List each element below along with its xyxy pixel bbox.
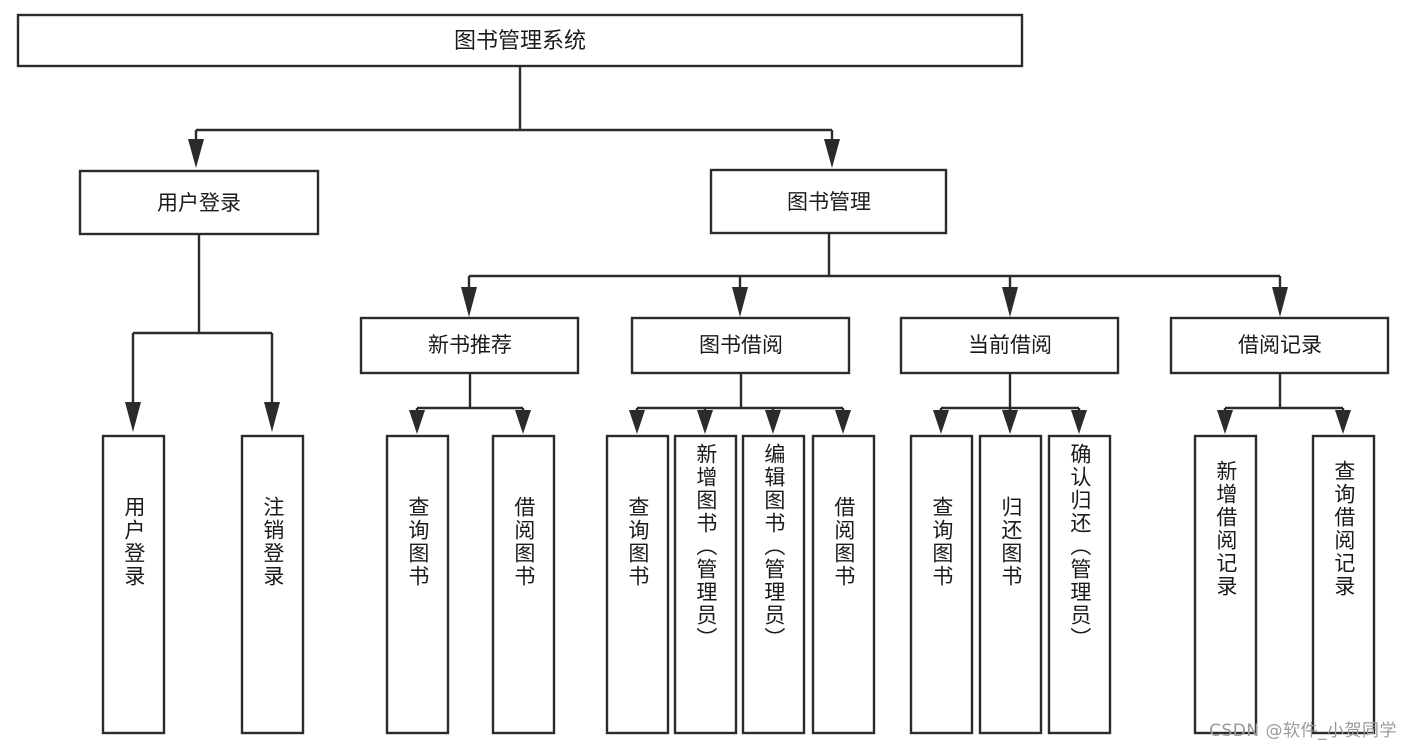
arrowhead-book-borrow-leaf-2 xyxy=(697,410,713,434)
arrowhead-to-new-book xyxy=(461,287,477,317)
leaf-box-new-book-1[interactable] xyxy=(385,434,450,735)
arrowhead-current-borrow-leaf-3 xyxy=(1071,410,1087,434)
node-new-book-recommend-label: 新书推荐 xyxy=(428,333,512,357)
arrowhead-user-login-leaf-2 xyxy=(264,402,280,432)
arrowhead-book-borrow-leaf-1 xyxy=(629,410,645,434)
node-current-borrow-box[interactable] xyxy=(899,316,1120,375)
node-root-label: 图书管理系统 xyxy=(454,29,586,54)
arrowhead-to-book-borrow xyxy=(732,287,748,317)
arrowhead-new-book-leaf-2 xyxy=(515,410,531,434)
leaf-box-current-borrow-3[interactable] xyxy=(1047,434,1112,735)
connector-root-to-level2 xyxy=(188,66,840,168)
connector-book-manage-to-level3 xyxy=(461,233,1288,317)
node-book-borrow-label: 图书借阅 xyxy=(699,333,783,357)
node-current-borrow[interactable]: 当前借阅 xyxy=(899,316,1120,375)
arrowhead-to-current-borrow xyxy=(1002,287,1018,317)
leaf-box-current-borrow-1[interactable] xyxy=(909,434,974,735)
leaf-box-book-borrow-1[interactable] xyxy=(605,434,670,735)
arrowhead-current-borrow-leaf-1 xyxy=(933,410,949,434)
node-root[interactable]: 图书管理系统 xyxy=(16,13,1024,68)
leaf-box-user-login-1[interactable] xyxy=(101,434,166,735)
node-new-book-recommend[interactable]: 新书推荐 xyxy=(359,316,580,375)
node-book-manage-label: 图书管理 xyxy=(787,190,871,214)
leaf-box-current-borrow-2[interactable] xyxy=(978,434,1043,735)
node-borrow-record-label: 借阅记录 xyxy=(1238,333,1322,357)
node-user-login-box[interactable] xyxy=(78,169,320,236)
node-book-manage[interactable]: 图书管理 xyxy=(709,168,948,235)
arrowhead-to-user-login xyxy=(188,139,204,168)
arrowhead-new-book-leaf-1 xyxy=(409,410,425,434)
arrowhead-to-book-manage xyxy=(824,139,840,168)
connector-user-login-to-leaves xyxy=(125,234,280,432)
node-borrow-record[interactable]: 借阅记录 xyxy=(1169,316,1390,375)
arrowhead-book-borrow-leaf-4 xyxy=(835,410,851,434)
arrowhead-borrow-record-leaf-1 xyxy=(1217,410,1233,434)
node-new-book-recommend-box[interactable] xyxy=(359,316,580,375)
node-user-login[interactable]: 用户登录 xyxy=(78,169,320,236)
node-current-borrow-label: 当前借阅 xyxy=(968,333,1052,357)
leaf-box-new-book-2[interactable] xyxy=(491,434,556,735)
connector-borrow-record-to-leaves xyxy=(1217,373,1351,434)
leaf-box-book-borrow-4[interactable] xyxy=(811,434,876,735)
leaf-box-book-borrow-3[interactable] xyxy=(741,434,806,735)
leaf-box-book-borrow-2[interactable] xyxy=(673,434,738,735)
connector-new-book-to-leaves xyxy=(409,373,531,434)
connector-current-borrow-to-leaves xyxy=(933,373,1087,434)
node-user-login-label: 用户登录 xyxy=(157,191,241,215)
leaf-box-borrow-record-2[interactable] xyxy=(1311,434,1376,735)
arrowhead-borrow-record-leaf-2 xyxy=(1335,410,1351,434)
arrowhead-book-borrow-leaf-3 xyxy=(765,410,781,434)
watermark-text: CSDN @软件_小贺同学 xyxy=(1209,721,1397,741)
leaf-box-user-login-2[interactable] xyxy=(240,434,305,735)
leaf-box-borrow-record-1[interactable] xyxy=(1193,434,1258,735)
arrowhead-to-borrow-record xyxy=(1272,287,1288,317)
node-root-box[interactable] xyxy=(16,13,1024,68)
arrowhead-user-login-leaf-1 xyxy=(125,402,141,432)
arrowhead-current-borrow-leaf-2 xyxy=(1002,410,1018,434)
node-book-borrow[interactable]: 图书借阅 xyxy=(630,316,851,375)
connector-book-borrow-to-leaves xyxy=(629,373,851,434)
